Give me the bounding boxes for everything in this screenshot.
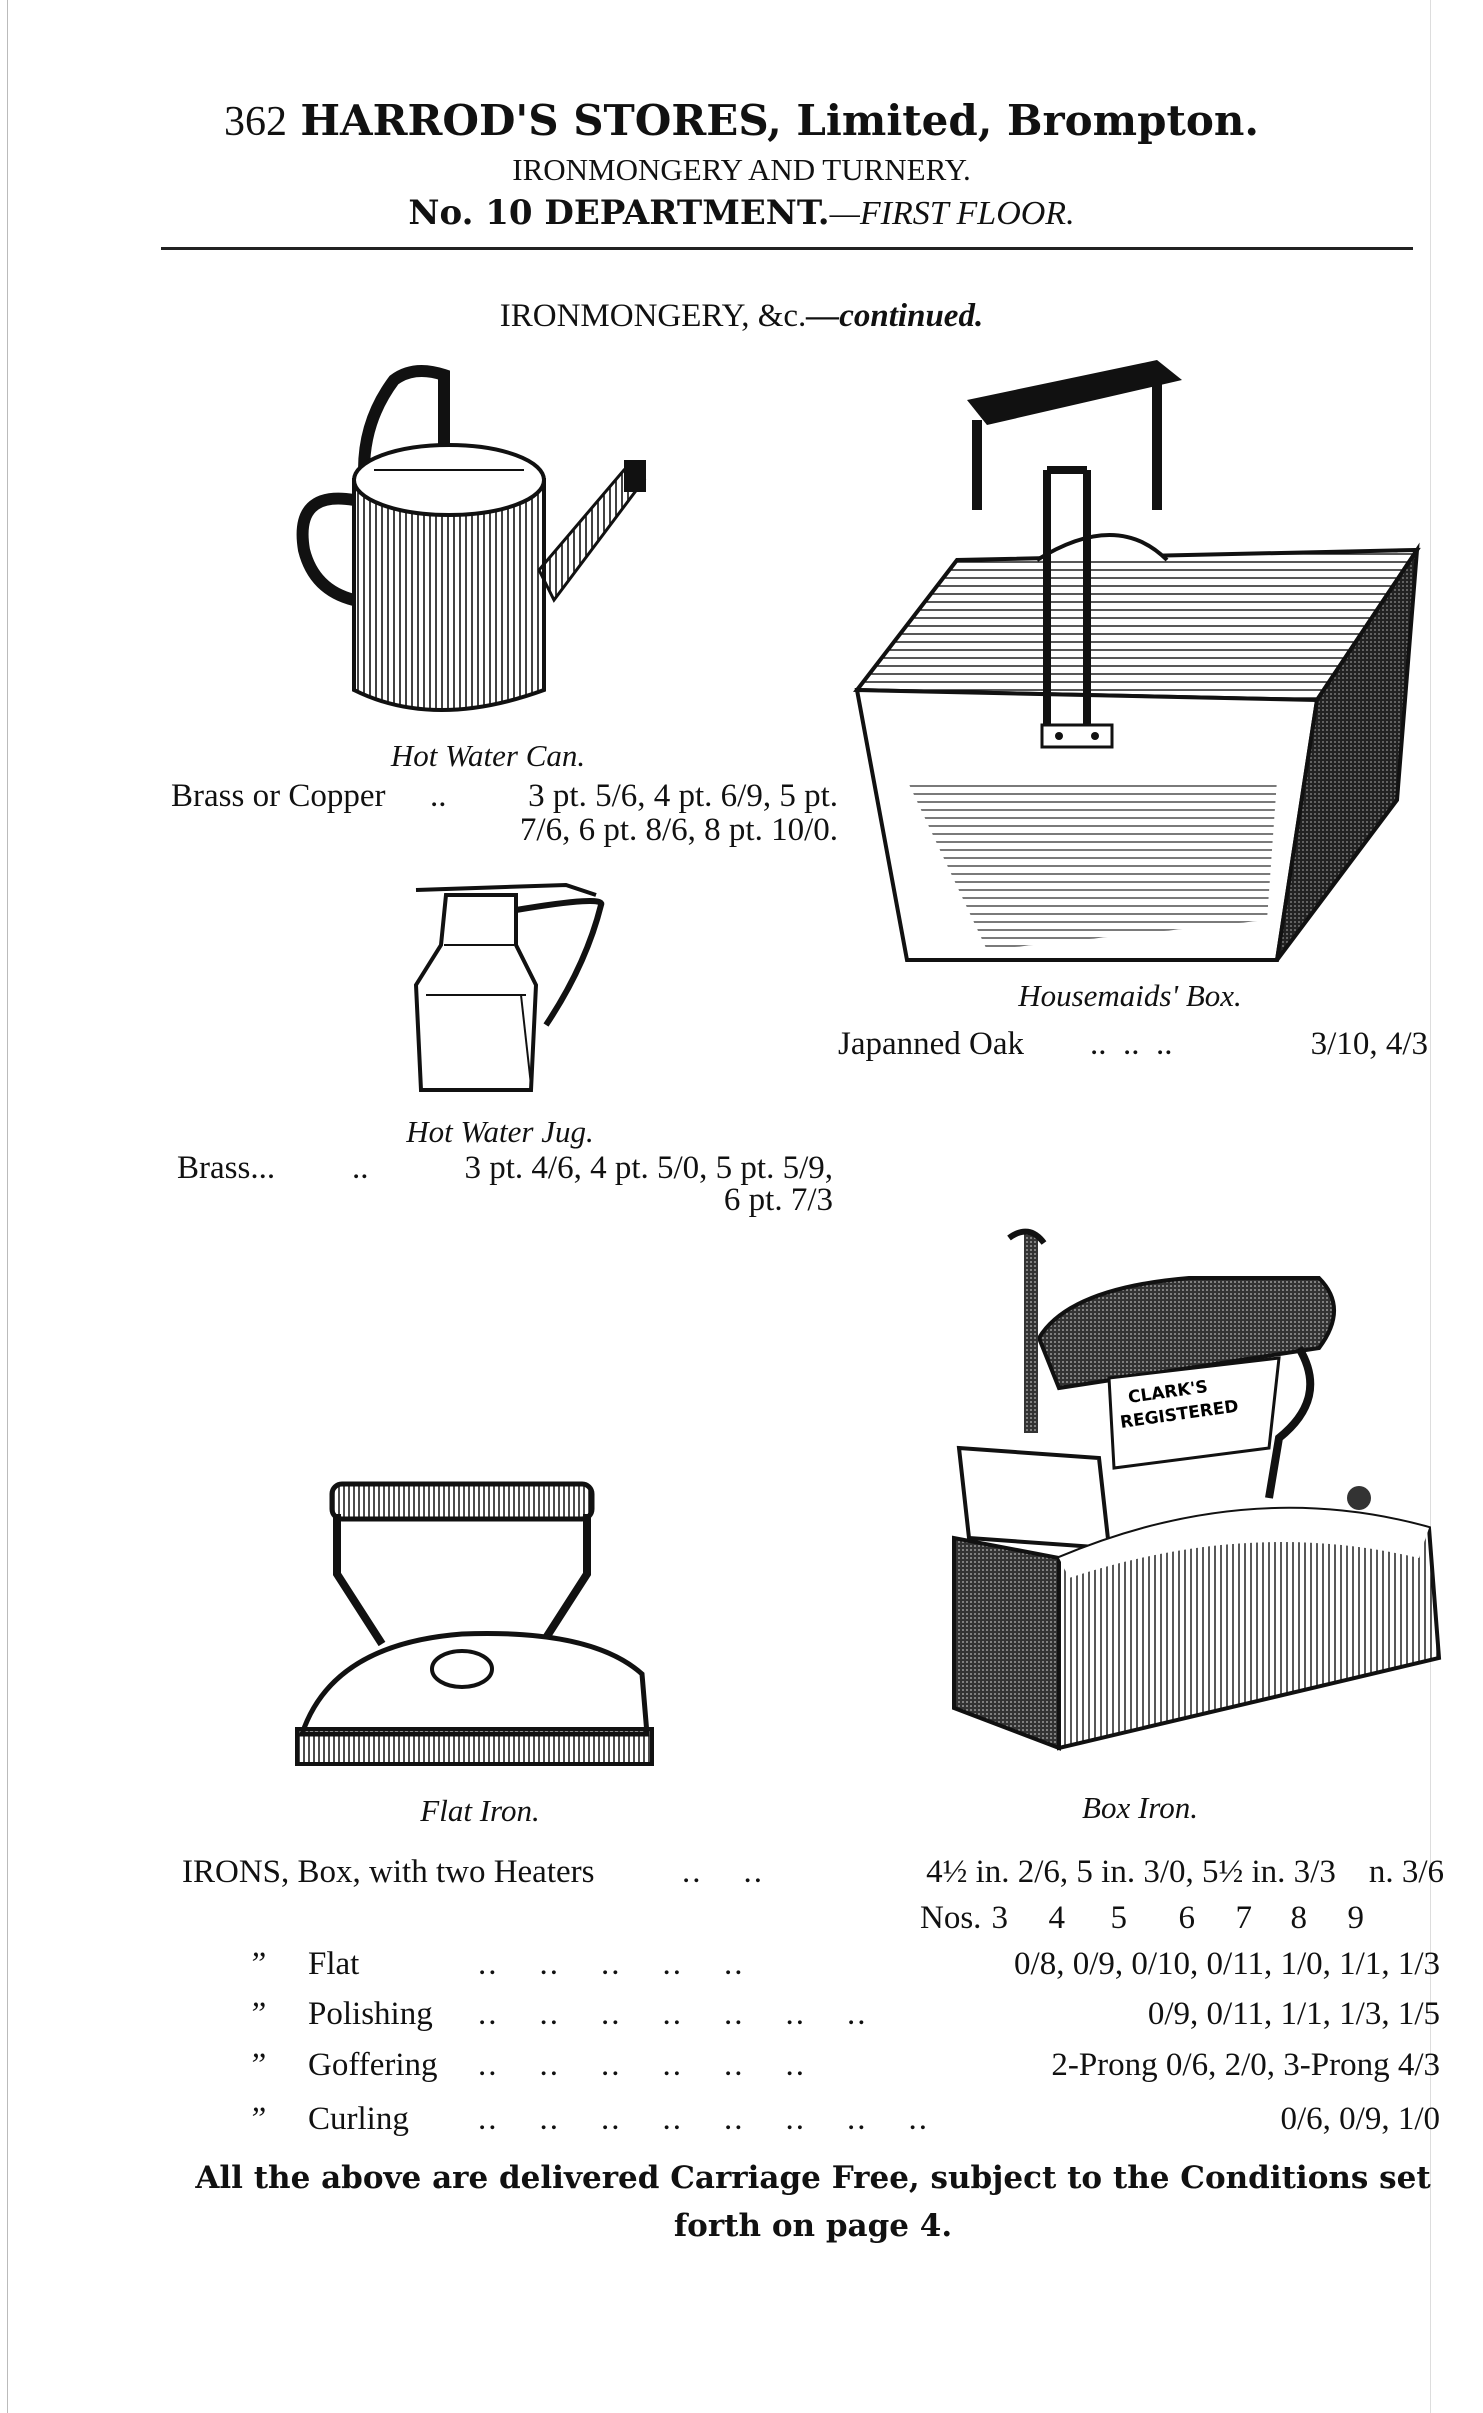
iron-prices: 0/9, 0/11, 1/1, 1/3, 1/5	[1147, 1996, 1440, 2032]
box-iron-caption: Box Iron.	[1082, 1790, 1198, 1825]
irons-box-prices: 4½ in. 2/6, 5 in. 3/0, 5½ in. 3/3 n. 3/6	[926, 1854, 1444, 1890]
iron-type-label: Goffering	[308, 2047, 438, 2083]
hot-water-can-material: Brass or Copper	[171, 778, 386, 814]
ditto-mark: ”	[248, 1996, 267, 2032]
iron-prices: 0/8, 0/9, 0/10, 0/11, 1/0, 1/1, 1/3	[1014, 1946, 1440, 1982]
hot-water-jug-material: Brass...	[177, 1150, 276, 1186]
nos-number: 9	[1347, 1900, 1364, 1936]
irons-box-leader: .. ..	[682, 1854, 764, 1890]
iron-type-label: Curling	[308, 2101, 409, 2137]
dot-leader: .. .. .. .. ..	[478, 1946, 745, 1982]
nos-number: 7	[1235, 1900, 1252, 1936]
iron-type-label: Polishing	[308, 1996, 433, 2032]
hot-water-can-prices-1: 3 pt. 5/6, 4 pt. 6/9, 5 pt.	[528, 778, 838, 814]
page-edge-right	[1430, 0, 1431, 2413]
section-title-text: IRONMONGERY, &c.	[499, 298, 807, 334]
ditto-mark: ”	[248, 1946, 267, 1982]
housemaids-box-prices: 3/10, 4/3	[1310, 1026, 1428, 1062]
nos-number: 8	[1290, 1900, 1307, 1936]
section-title: IRONMONGERY, &c.—continued.	[0, 298, 1483, 335]
nos-number: 6	[1178, 1900, 1195, 1936]
page-number: 362	[223, 99, 287, 145]
hot-water-jug-illustration	[413, 882, 605, 1092]
housemaids-box-material: Japanned Oak	[838, 1026, 1025, 1062]
housemaids-box-illustration	[853, 360, 1421, 962]
dot-leader: .. .. .. .. .. .. .. ..	[478, 2101, 929, 2137]
hot-water-jug-leader: ..	[352, 1150, 369, 1186]
department-subtitle: IRONMONGERY AND TURNERY.	[512, 152, 971, 187]
flat-iron-illustration	[295, 1481, 654, 1766]
hot-water-can-leader: ..	[430, 778, 447, 814]
irons-box-row: IRONS, Box, with two Heaters .. .. 4½ in…	[182, 1854, 1444, 1891]
page-header: 362 HARROD'S STORES, Limited, Brompton.	[0, 96, 1483, 146]
nos-number: 4	[1048, 1900, 1065, 1936]
housemaids-box-caption: Housemaids' Box.	[1018, 978, 1242, 1013]
page-edge-left	[7, 0, 8, 2413]
hot-water-can-caption: Hot Water Can.	[390, 738, 586, 773]
irons-row-goffering: ” Goffering .. .. .. .. .. .. 2-Prong 0/…	[178, 2047, 1440, 2084]
hot-water-jug-caption: Hot Water Jug.	[406, 1114, 594, 1149]
dot-leader: .. .. .. .. .. .. ..	[478, 1996, 868, 2032]
footer-line-2: forth on page 4.	[673, 2208, 953, 2244]
hot-water-can-illustration	[296, 365, 647, 712]
box-iron-illustration: CLARK'S REGISTERED	[952, 1228, 1442, 1751]
department-floor: —FIRST FLOOR.	[829, 195, 1075, 232]
nos-number: 5	[1110, 1900, 1127, 1936]
iron-type-label: Flat	[308, 1946, 360, 1982]
nos-label: Nos.	[920, 1900, 982, 1936]
ditto-mark: ”	[248, 2047, 267, 2083]
iron-prices: 0/6, 0/9, 1/0	[1280, 2101, 1440, 2137]
irons-row-curling: ” Curling .. .. .. .. .. .. .. .. 0/6, 0…	[178, 2101, 1440, 2138]
ditto-mark: ”	[248, 2101, 267, 2137]
irons-nos-header: Nos. 3 4 5 6 7 8 9	[920, 1900, 1364, 1937]
dot-leader: .. .. .. .. .. ..	[478, 2047, 806, 2083]
department-number: No. 10 DEPARTMENT.	[408, 193, 830, 233]
nos-number: 3	[991, 1900, 1008, 1936]
hot-water-jug-prices-1: 3 pt. 4/6, 4 pt. 5/0, 5 pt. 5/9,	[464, 1150, 833, 1186]
store-title: HARROD'S STORES, Limited, Brompton.	[300, 96, 1260, 145]
department-line: No. 10 DEPARTMENT.—FIRST FLOOR.	[0, 193, 1483, 233]
hot-water-jug-prices-2: 6 pt. 7/3	[723, 1182, 833, 1218]
section-continued: —continued.	[806, 298, 984, 334]
housemaids-box-leader: .. .. ..	[1090, 1026, 1173, 1062]
irons-row-flat: ” Flat .. .. .. .. .. 0/8, 0/9, 0/10, 0/…	[178, 1946, 1440, 1983]
iron-prices: 2-Prong 0/6, 2/0, 3-Prong 4/3	[1051, 2047, 1440, 2083]
irons-row-polishing: ” Polishing .. .. .. .. .. .. .. 0/9, 0/…	[178, 1996, 1440, 2033]
footer-line-1: All the above are delivered Carriage Fre…	[195, 2160, 1431, 2196]
flat-iron-caption: Flat Iron.	[420, 1793, 540, 1828]
irons-box-label: IRONS, Box, with two Heaters	[182, 1854, 595, 1890]
header-rule	[161, 247, 1413, 250]
hot-water-can-prices-2: 7/6, 6 pt. 8/6, 8 pt. 10/0.	[519, 812, 838, 848]
